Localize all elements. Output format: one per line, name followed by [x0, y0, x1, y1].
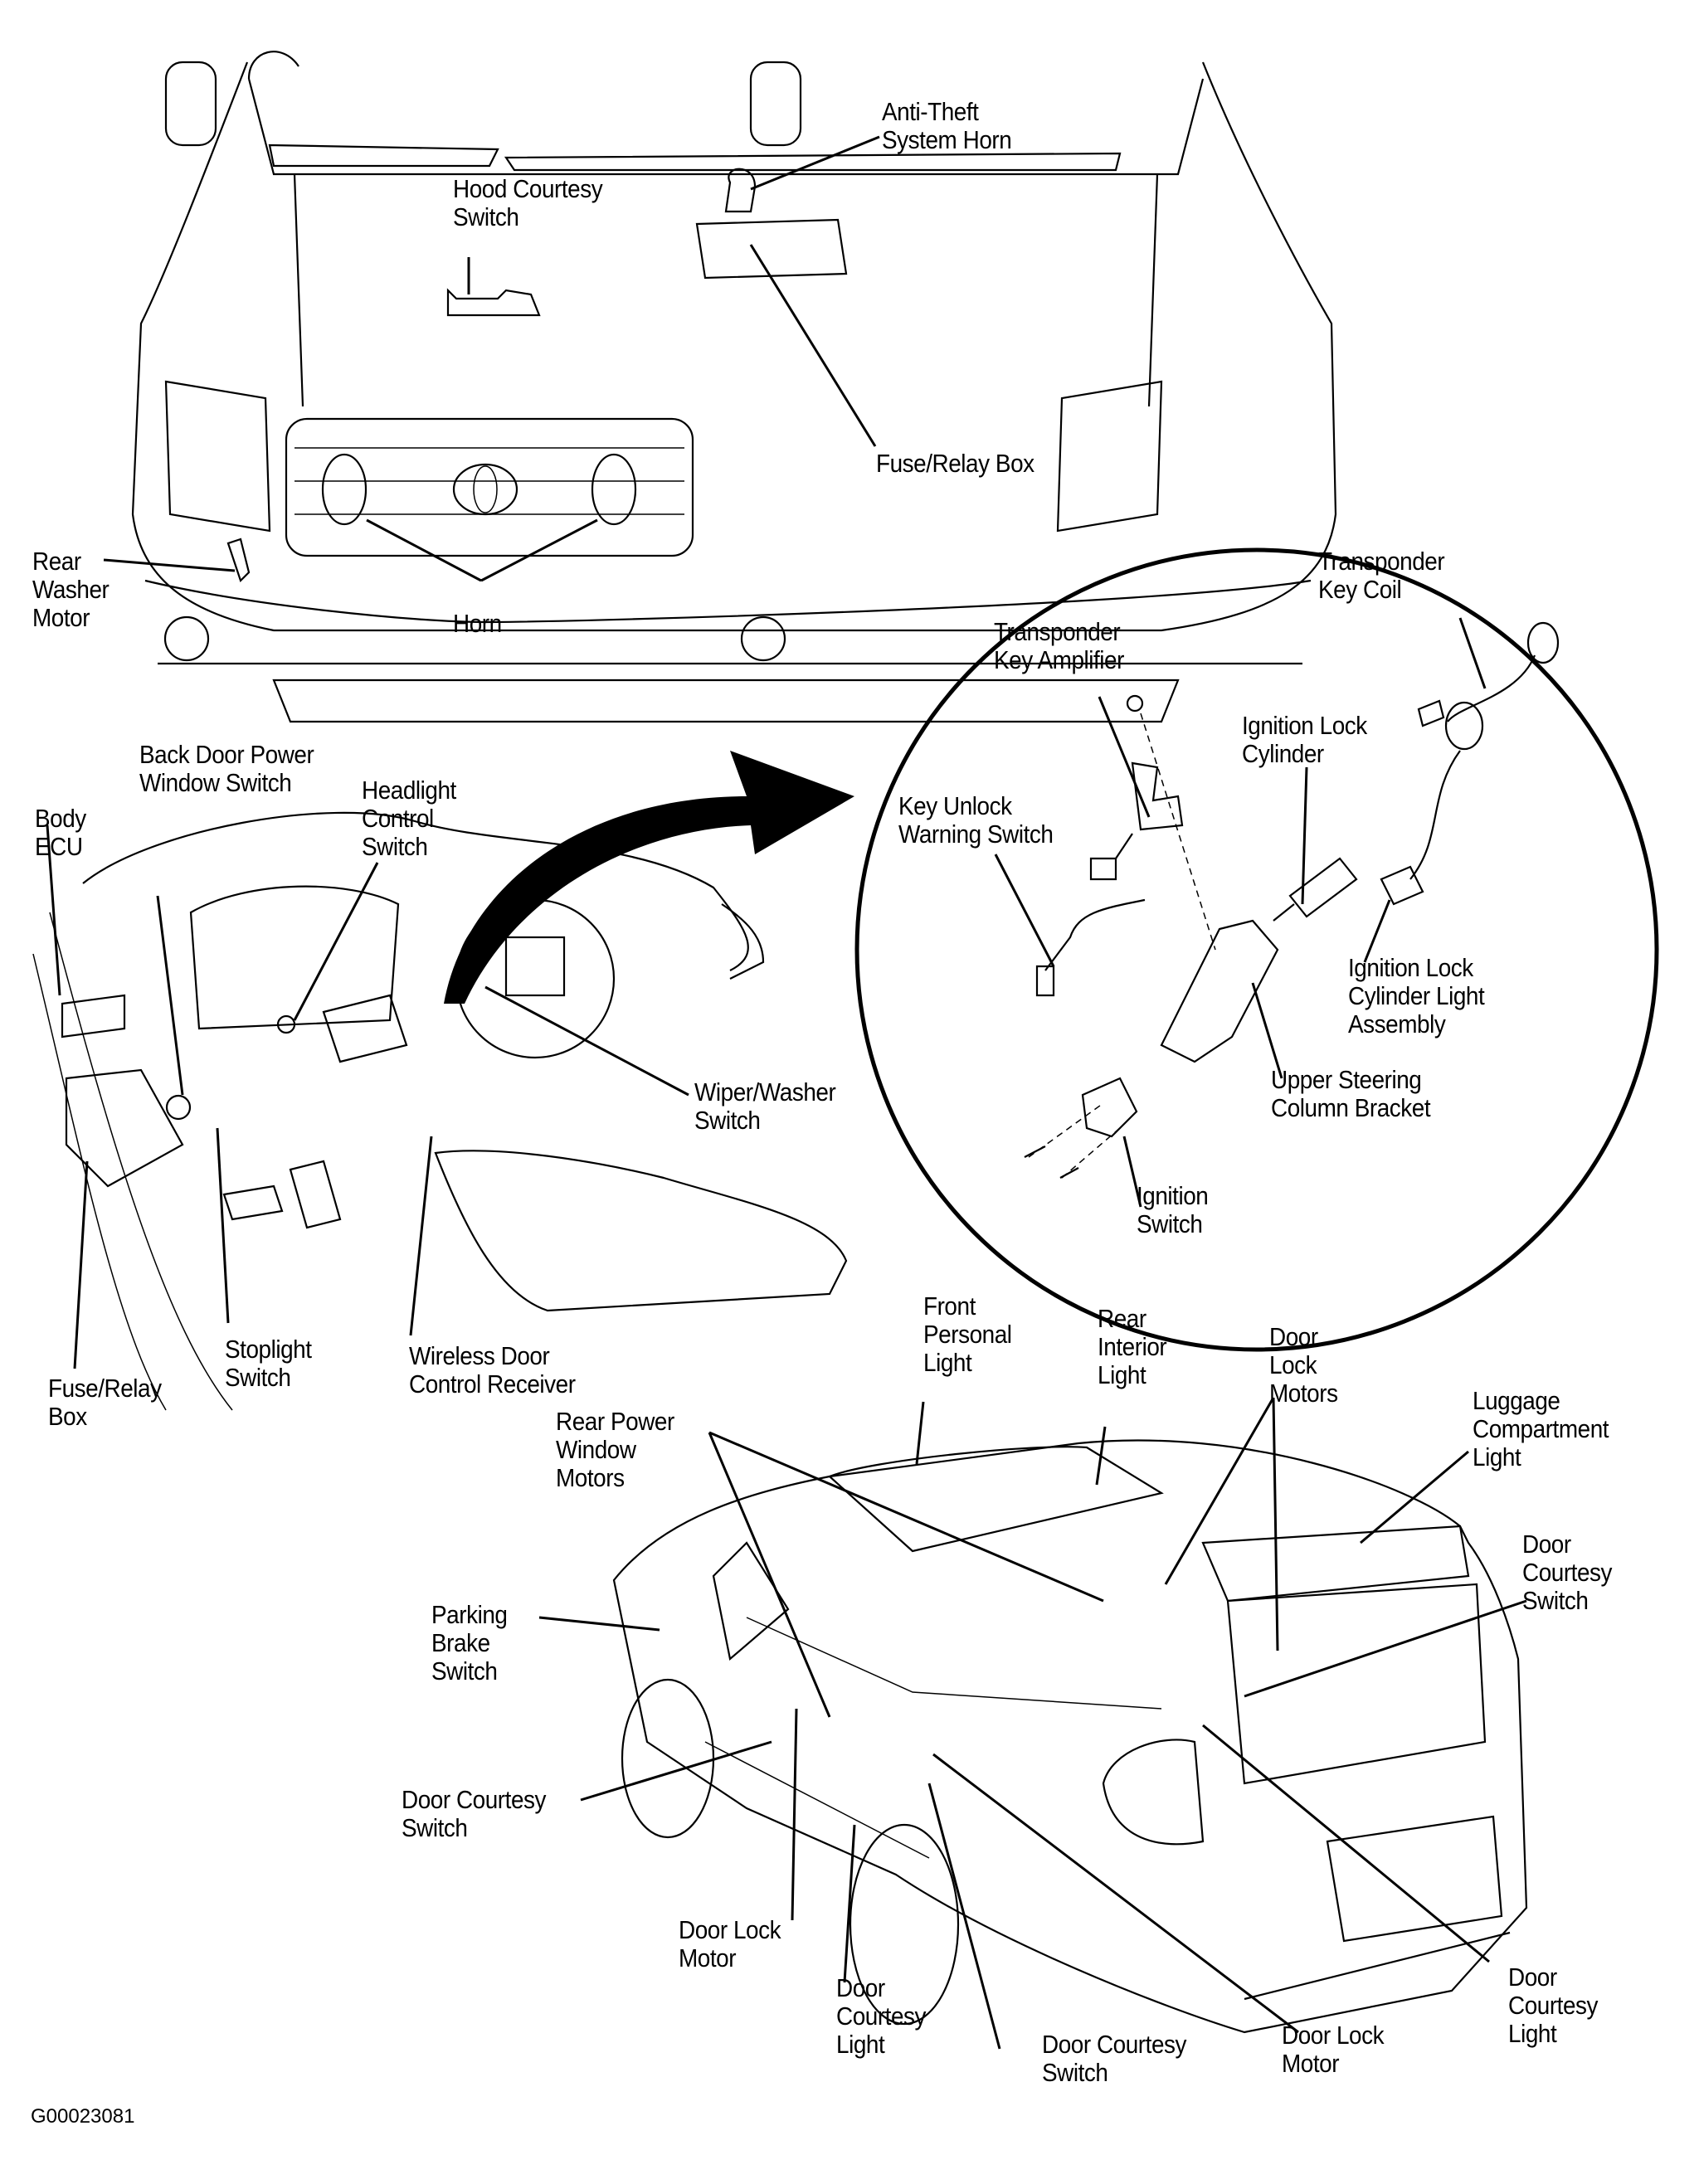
- label-door-lock-motors: Door Lock Motors: [1269, 1322, 1338, 1408]
- leader-lines-bottom: [538, 1397, 1527, 2050]
- label-body-ecu: Body ECU: [35, 804, 86, 861]
- label-door-courtesy-light-front: Door Courtesy Light: [836, 1973, 927, 2059]
- label-headlight-control-switch: Headlight Control Switch: [362, 776, 456, 861]
- left-fog-lamp: [163, 615, 210, 662]
- label-door-courtesy-switch-left: Door Courtesy Switch: [402, 1785, 547, 1842]
- lock-cylinder-light-ring: [1444, 701, 1484, 751]
- ignition-switch-shape: [1081, 1077, 1138, 1138]
- dashboard-view: [32, 811, 848, 1411]
- label-rear-washer-motor: Rear Washer Motor: [32, 547, 110, 632]
- label-upper-steering-column-bracket: Upper Steering Column Bracket: [1271, 1065, 1431, 1122]
- inset-arrow: [444, 751, 854, 1004]
- tail-lamp-left: [1102, 1739, 1205, 1846]
- label-fuse-relay-box-front: Fuse/Relay Box: [876, 449, 1034, 478]
- body-ecu-shape: [61, 994, 126, 1038]
- accelerator-pedal: [289, 1160, 342, 1229]
- transponder-key-amplifier-shape: [1131, 761, 1184, 831]
- back-door-window-switch-knob: [165, 1094, 192, 1121]
- left-headlight: [164, 380, 271, 533]
- headlight-switch-knob: [276, 1014, 296, 1034]
- roof: [827, 1446, 1164, 1553]
- leader-lines-inset: [994, 617, 1487, 1208]
- figure-id: G00023081: [31, 2105, 135, 2128]
- side-mirror: [712, 1541, 790, 1661]
- brake-pedal: [222, 1184, 284, 1221]
- left-mirror: [164, 61, 217, 147]
- rear-window: [1226, 1583, 1487, 1785]
- transponder-key-coil-ring: [1526, 621, 1560, 664]
- label-rear-power-window-motors: Rear Power Window Motors: [556, 1407, 674, 1492]
- anti-theft-horn-shape: [724, 168, 757, 213]
- label-stoplight-switch: Stoplight Switch: [225, 1335, 312, 1392]
- front-wheel: [621, 1678, 715, 1839]
- dash-fuse-relay-box-shape: [65, 1068, 184, 1188]
- ignition-lock-cylinder-shape: [1288, 857, 1358, 918]
- rear-spoiler: [1201, 1525, 1470, 1603]
- right-mirror: [749, 61, 802, 147]
- instrument-cluster: [189, 885, 400, 1030]
- label-anti-theft-system-horn: Anti-Theft System Horn: [882, 97, 1012, 154]
- label-door-lock-motor-rear: Door Lock Motor: [1282, 2021, 1385, 2078]
- upper-steering-column-bracket-shape: [1160, 919, 1279, 1063]
- ignition-inset: [854, 547, 1659, 1352]
- label-ignition-lock-cylinder-light-assembly: Ignition Lock Cylinder Light Assembly: [1348, 953, 1485, 1038]
- inset-circle: [854, 547, 1659, 1352]
- label-ignition-lock-cylinder: Ignition Lock Cylinder: [1242, 711, 1367, 768]
- rear-washer-motor-shape: [226, 537, 251, 583]
- radio: [504, 936, 566, 997]
- horn-left: [321, 453, 368, 526]
- label-wiper-washer-switch: Wiper/Washer Switch: [694, 1077, 836, 1135]
- right-headlight: [1056, 380, 1163, 533]
- label-door-courtesy-switch-rear: Door Courtesy Switch: [1522, 1530, 1613, 1615]
- label-key-unlock-warning-switch: Key Unlock Warning Switch: [898, 791, 1054, 849]
- grille: [285, 417, 694, 557]
- license-plate-area: [1326, 1815, 1503, 1943]
- label-back-door-power-window-switch: Back Door Power Window Switch: [139, 740, 314, 797]
- center-console: [434, 1150, 848, 1312]
- label-hood-courtesy-switch: Hood Courtesy Switch: [453, 174, 603, 231]
- lock-cylinder-light-wire: [1380, 750, 1461, 906]
- key-unlock-warning-switch-shape: [1035, 898, 1146, 997]
- label-horn: Horn: [453, 609, 502, 638]
- rear-wheel: [849, 1823, 960, 2026]
- label-transponder-key-amplifier: Transponder Key Amplifier: [994, 617, 1124, 674]
- right-fog-lamp: [740, 615, 786, 662]
- label-parking-brake-switch: Parking Brake Switch: [431, 1600, 508, 1685]
- leader-lines-top: [103, 135, 880, 582]
- hood-courtesy-switch-shape: [446, 288, 541, 317]
- leader-lines-dash: [46, 824, 689, 1369]
- label-door-lock-motor-front: Door Lock Motor: [679, 1915, 781, 1972]
- vehicle-front-view: [131, 51, 1337, 723]
- label-door-courtesy-light-rear: Door Courtesy Light: [1508, 1963, 1599, 2048]
- label-luggage-compartment-light: Luggage Compartment Light: [1473, 1386, 1609, 1471]
- label-transponder-key-coil: Transponder Key Coil: [1318, 547, 1445, 604]
- horn-right: [591, 453, 637, 526]
- transponder-key-coil-wire: [1417, 654, 1536, 727]
- label-wireless-door-control-receiver: Wireless Door Control Receiver: [409, 1341, 576, 1398]
- label-rear-interior-light: Rear Interior Light: [1098, 1304, 1167, 1389]
- combination-switch: [322, 994, 408, 1063]
- label-door-courtesy-switch-bottom: Door Courtesy Switch: [1042, 2030, 1187, 2087]
- label-front-personal-light: Front Personal Light: [923, 1291, 1012, 1377]
- fuse-relay-box-shape: [695, 218, 848, 280]
- label-ignition-switch: Ignition Switch: [1137, 1181, 1209, 1238]
- label-fuse-relay-box-dash: Fuse/Relay Box: [48, 1374, 162, 1431]
- toyota-emblem: [452, 463, 518, 516]
